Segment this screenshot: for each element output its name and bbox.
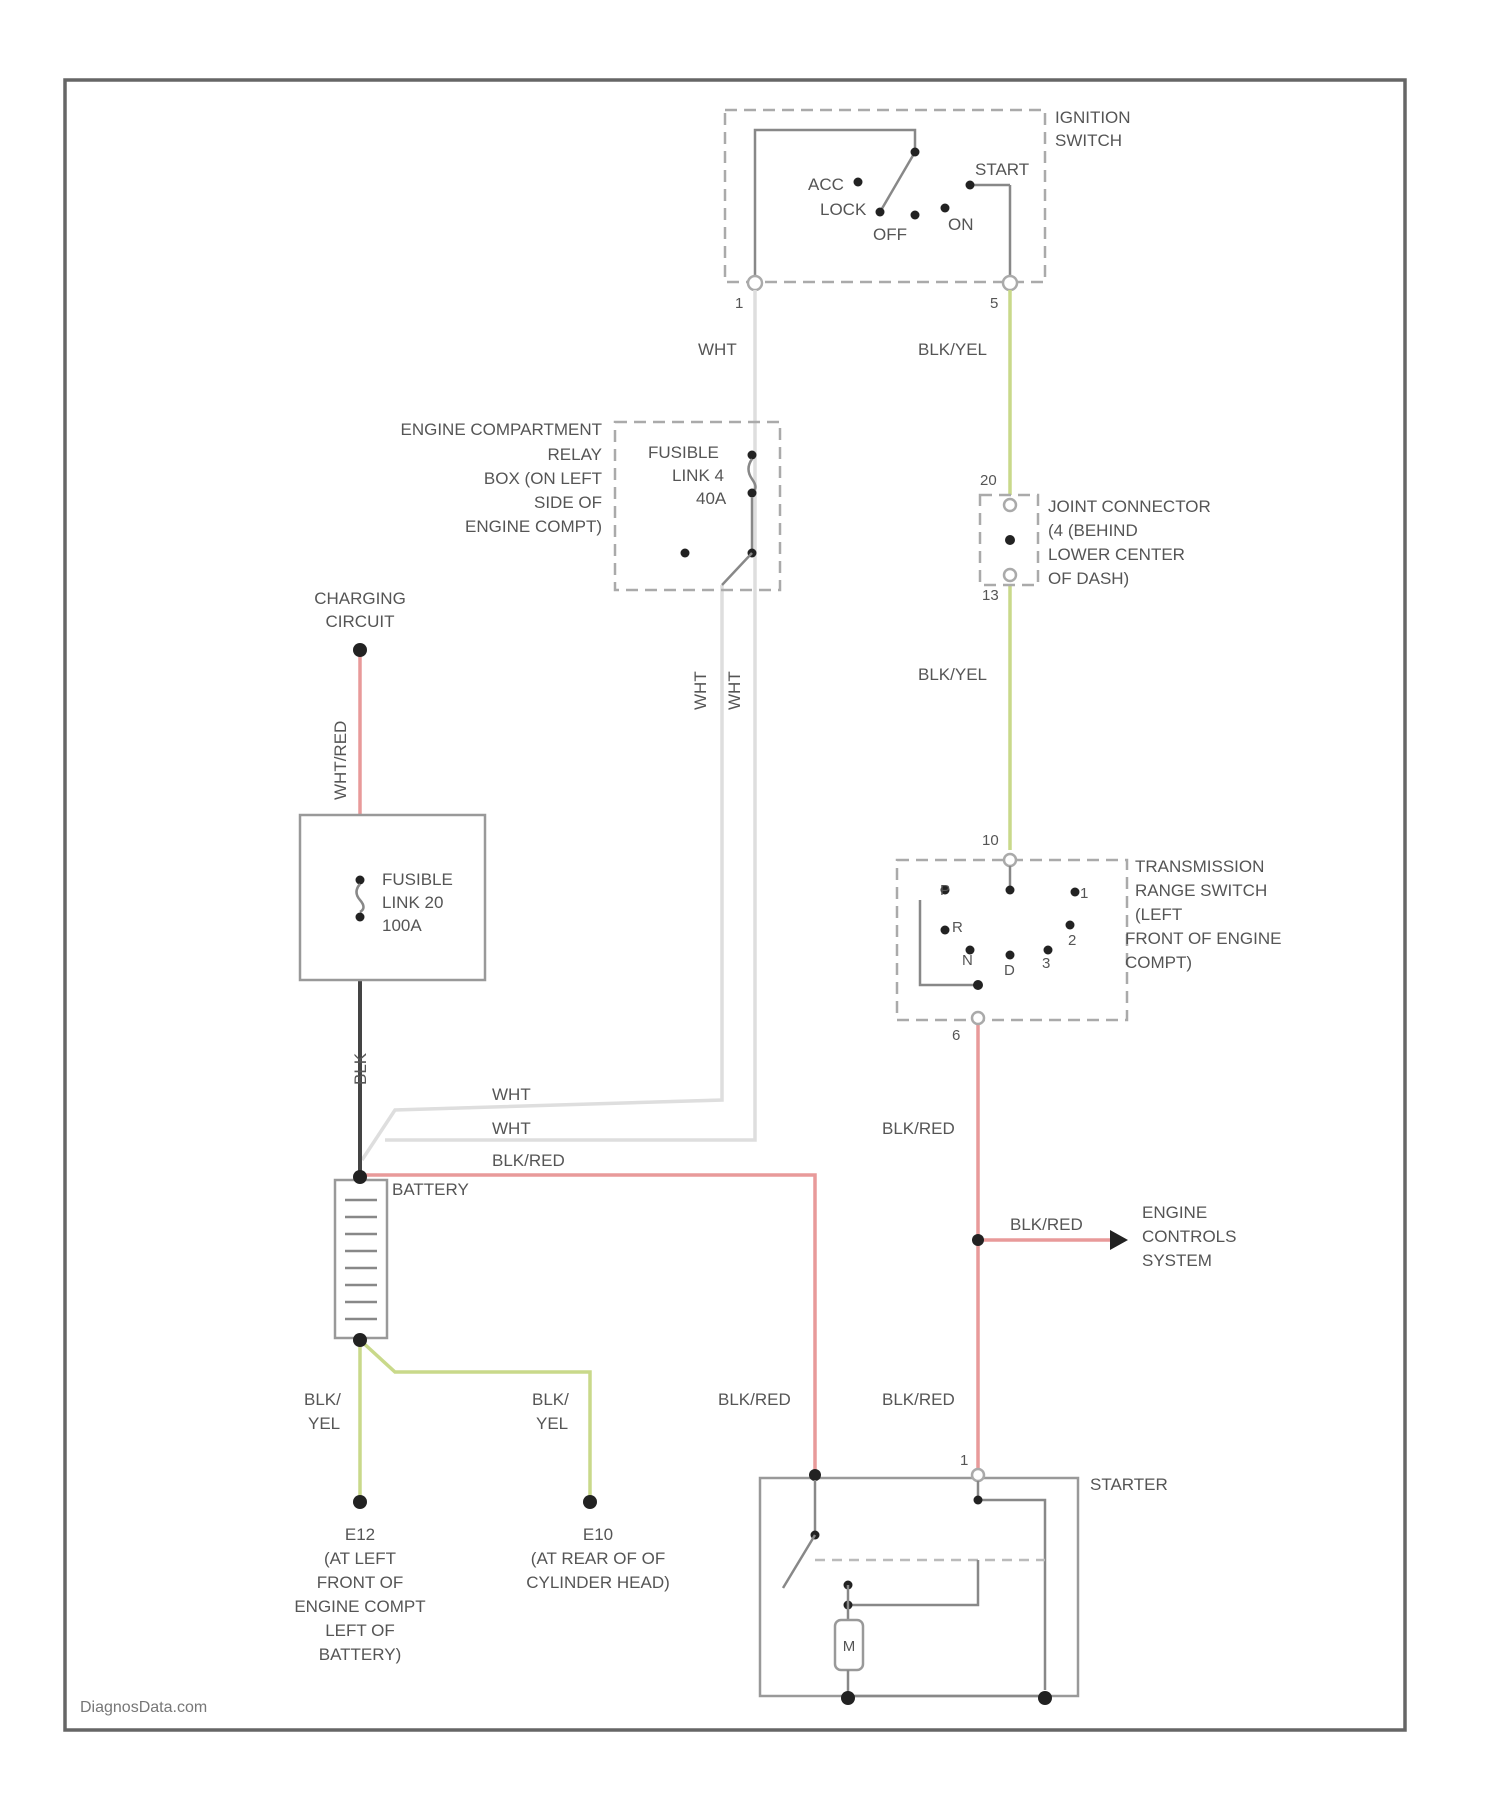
- wire-label-relay-a: WHT: [691, 671, 710, 710]
- joint-pin-20: 20: [980, 472, 997, 489]
- wire-label-batt-wht-1: WHT: [492, 1085, 531, 1104]
- diagram-frame: [65, 80, 1405, 1730]
- ign-pos-lock: LOCK: [820, 200, 867, 219]
- relay-fuse-3: 40A: [696, 489, 727, 508]
- transmission-range-switch: P R N D 3 2 1 10 6 TRANSMISSION RANGE SW…: [897, 832, 1281, 1044]
- trs-label-1: TRANSMISSION: [1135, 857, 1264, 876]
- e12-label-1: E12: [345, 1525, 375, 1544]
- ecs-label-2: CONTROLS: [1142, 1227, 1236, 1246]
- trs-pos-1: 1: [1080, 885, 1088, 902]
- wire-wht-ign: [385, 290, 755, 1140]
- engine-controls-system: ENGINE CONTROLS SYSTEM: [972, 1203, 1236, 1270]
- e12-label-6: BATTERY): [319, 1645, 402, 1664]
- wire-label-joint-trs: BLK/YEL: [918, 665, 987, 684]
- wire-label-starter-left: BLK/RED: [718, 1390, 791, 1409]
- relay-fuse-2: LINK 4: [672, 466, 724, 485]
- joint-pin-13: 13: [982, 587, 999, 604]
- fl-label-3: 100A: [382, 916, 422, 935]
- ecs-label-3: SYSTEM: [1142, 1251, 1212, 1270]
- starter-label: STARTER: [1090, 1475, 1168, 1494]
- trs-pos-p: P: [940, 882, 950, 899]
- battery-label: BATTERY: [392, 1180, 469, 1199]
- starter-motor-m: M: [843, 1638, 856, 1655]
- trs-pos-n: N: [962, 952, 973, 969]
- ground-e10: E10 (AT REAR OF OF CYLINDER HEAD): [526, 1495, 670, 1592]
- trs-label-2: RANGE SWITCH: [1135, 881, 1267, 900]
- ground-e12: E12 (AT LEFT FRONT OF ENGINE COMPT LEFT …: [294, 1495, 425, 1664]
- wire-label-ecs: BLK/RED: [1010, 1215, 1083, 1234]
- trs-pos-3: 3: [1042, 955, 1050, 972]
- wire-label-trs-starter: BLK/RED: [882, 1119, 955, 1138]
- fusible-link-20: FUSIBLE LINK 20 100A: [300, 815, 485, 980]
- e12-label-4: ENGINE COMPT: [294, 1597, 425, 1616]
- ign-pin-5: 5: [990, 295, 998, 312]
- e12-label-3: FRONT OF: [317, 1573, 404, 1592]
- trs-label-3: (LEFT: [1135, 905, 1182, 924]
- joint-label-1: JOINT CONNECTOR: [1048, 497, 1211, 516]
- ign-pos-on: ON: [948, 215, 974, 234]
- trs-pin-6: 6: [952, 1027, 960, 1044]
- starter: M 1 STARTER: [760, 1452, 1168, 1705]
- engine-compartment-relay: FUSIBLE LINK 4 40A ENGINE COMPARTMENT RE…: [401, 420, 781, 590]
- trs-label-5: COMPT): [1125, 953, 1192, 972]
- ign-pos-off: OFF: [873, 225, 907, 244]
- relay-fuse-1: FUSIBLE: [648, 443, 719, 462]
- e10-label-2: (AT REAR OF OF: [531, 1549, 665, 1568]
- ign-pos-acc: ACC: [808, 175, 844, 194]
- fl-label-2: LINK 20: [382, 893, 443, 912]
- relay-label-2: RELAY: [548, 445, 603, 464]
- joint-label-2: (4 (BEHIND: [1048, 521, 1138, 540]
- wire-blkred-batt: [360, 1175, 815, 1475]
- wire-label-batt-wht-2: WHT: [492, 1119, 531, 1138]
- wire-label-batt-blkred: BLK/RED: [492, 1151, 565, 1170]
- wire-label-charging: WHT/RED: [331, 721, 350, 800]
- wire-label-gnd-left-2: YEL: [308, 1414, 340, 1433]
- wire-label-starter-right: BLK/RED: [882, 1390, 955, 1409]
- arrow-ecs: [1110, 1230, 1128, 1250]
- wire-label-gnd-right-1: BLK/: [532, 1390, 569, 1409]
- charging-label-2: CIRCUIT: [326, 612, 395, 631]
- ign-label-1: IGNITION: [1055, 108, 1131, 127]
- trs-pos-r: R: [952, 919, 963, 936]
- relay-label-5: ENGINE COMPT): [465, 517, 602, 536]
- joint-connector: 20 13 JOINT CONNECTOR (4 (BEHIND LOWER C…: [980, 472, 1211, 604]
- wire-label-ign-joint: BLK/YEL: [918, 340, 987, 359]
- e12-label-2: (AT LEFT: [324, 1549, 396, 1568]
- e10-label-3: CYLINDER HEAD): [526, 1573, 670, 1592]
- wire-label-fl-batt: BLK: [351, 1052, 370, 1085]
- joint-label-3: LOWER CENTER: [1048, 545, 1185, 564]
- starter-pin-1: 1: [960, 1452, 968, 1469]
- wire-label-gnd-left-1: BLK/: [304, 1390, 341, 1409]
- trs-pos-d: D: [1004, 962, 1015, 979]
- ign-label-2: SWITCH: [1055, 131, 1122, 150]
- wire-label-gnd-right-2: YEL: [536, 1414, 568, 1433]
- ignition-switch: ACC LOCK OFF ON START 1 5 IGNITION SWITC…: [725, 108, 1131, 312]
- charging-label-1: CHARGING: [314, 589, 406, 608]
- charging-circuit: CHARGING CIRCUIT: [314, 589, 406, 657]
- fl-label-1: FUSIBLE: [382, 870, 453, 889]
- e12-label-5: LEFT OF: [325, 1621, 395, 1640]
- e10-label-1: E10: [583, 1525, 613, 1544]
- trs-pos-2: 2: [1068, 932, 1076, 949]
- ign-pin-1: 1: [735, 295, 743, 312]
- joint-label-4: OF DASH): [1048, 569, 1129, 588]
- wire-label-ign-relay: WHT: [698, 340, 737, 359]
- battery: BATTERY: [335, 1170, 469, 1347]
- wire-label-relay-b: WHT: [725, 671, 744, 710]
- trs-pin-10: 10: [982, 832, 999, 849]
- relay-label-1: ENGINE COMPARTMENT: [401, 420, 603, 439]
- relay-label-3: BOX (ON LEFT: [484, 469, 602, 488]
- ign-pos-start: START: [975, 160, 1029, 179]
- trs-label-4: FRONT OF ENGINE: [1125, 929, 1281, 948]
- ecs-label-1: ENGINE: [1142, 1203, 1207, 1222]
- watermark: DiagnosData.com: [80, 1699, 207, 1716]
- relay-label-4: SIDE OF: [534, 493, 602, 512]
